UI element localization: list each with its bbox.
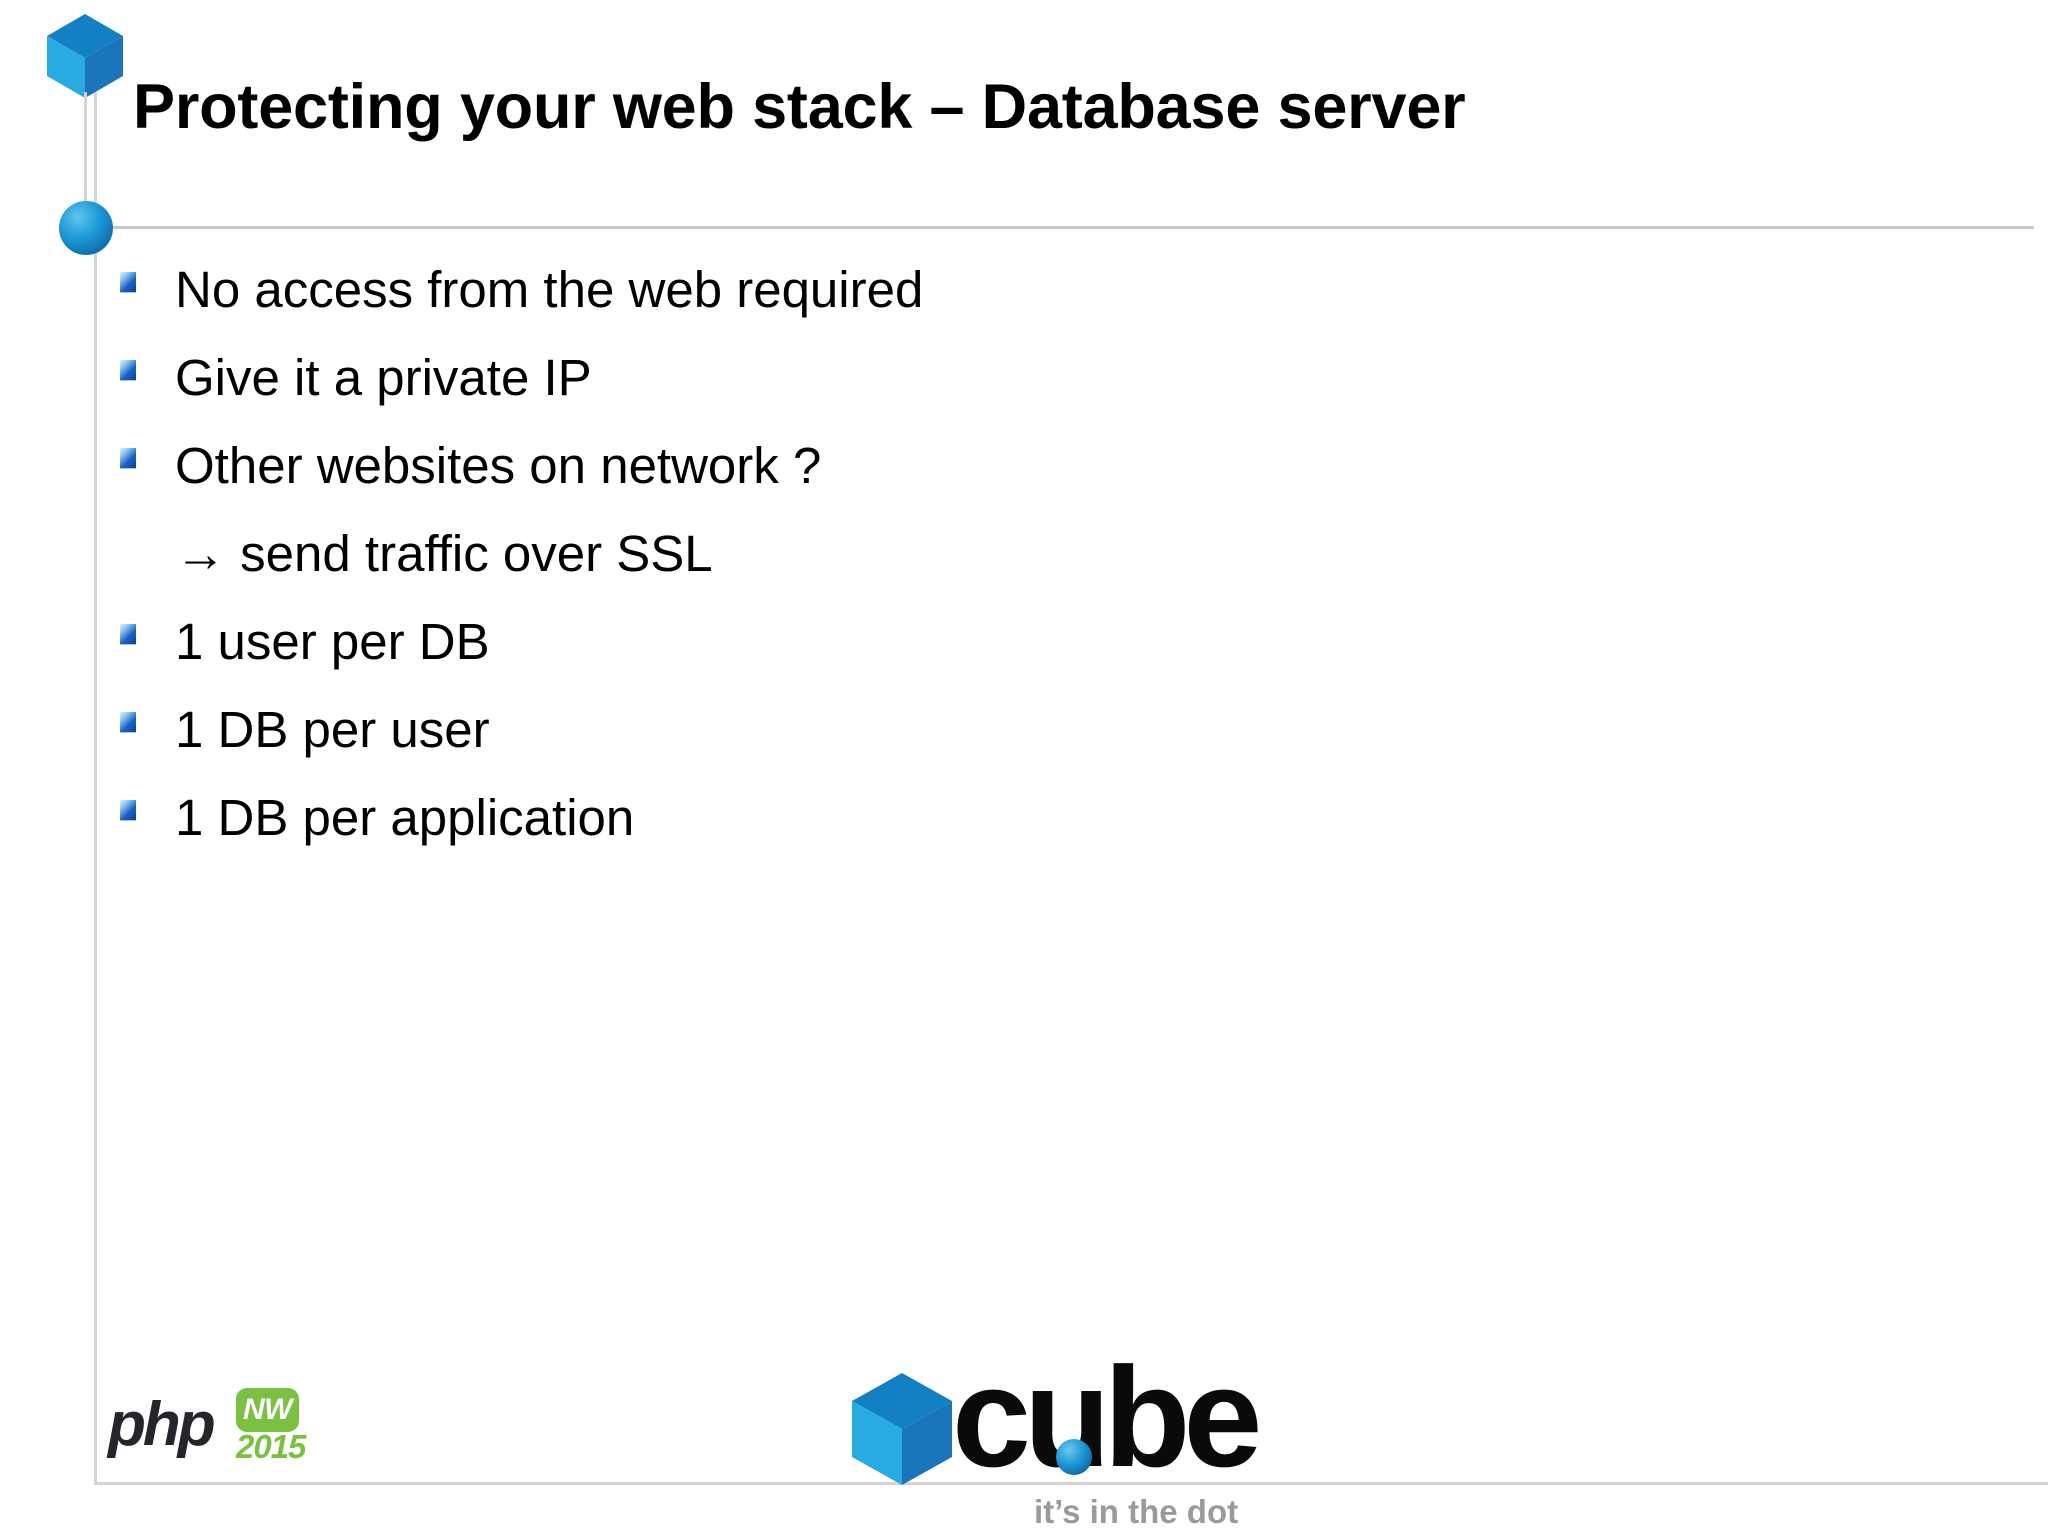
list-item: No access from the web required bbox=[120, 246, 1940, 334]
cube-brand-word: cube bbox=[952, 1338, 1262, 1497]
list-item: Give it a private IP bbox=[120, 334, 1940, 422]
cube-logo-icon bbox=[44, 12, 126, 100]
square-bullet-icon bbox=[120, 800, 136, 820]
list-item: 1 DB per user bbox=[120, 686, 1940, 774]
cube-brand-dot-icon bbox=[1055, 1438, 1093, 1476]
left-vertical-rule bbox=[94, 62, 97, 1483]
cube-brand-tagline: it’s in the dot bbox=[1034, 1493, 1239, 1530]
sphere-node-icon bbox=[58, 200, 114, 256]
title-divider-rule bbox=[94, 226, 2034, 229]
slide-body: No access from the web required Give it … bbox=[120, 246, 1940, 862]
square-bullet-icon bbox=[120, 624, 136, 644]
list-item: Other websites on network ? bbox=[120, 422, 1940, 510]
square-bullet-icon bbox=[120, 272, 136, 292]
list-item-label: Give it a private IP bbox=[175, 349, 592, 406]
phpnw-logo: php NW 2015 bbox=[108, 1388, 323, 1478]
phpnw-year: 2015 bbox=[236, 1428, 306, 1465]
phpnw-badge: NW bbox=[236, 1388, 299, 1432]
slide-title: Protecting your web stack – Database ser… bbox=[133, 72, 1466, 142]
list-item-label: 1 DB per user bbox=[175, 701, 490, 758]
list-item: 1 user per DB bbox=[120, 598, 1940, 686]
list-item-label: 1 user per DB bbox=[175, 613, 490, 670]
cube-brand-logo: cube it’s in the dot bbox=[848, 1347, 1308, 1535]
cube-connector-line bbox=[84, 92, 87, 222]
footer-divider-rule bbox=[94, 1482, 2048, 1485]
list-item-label: Other websites on network ? bbox=[175, 437, 822, 494]
list-item-sub-label: → send traffic over SSL bbox=[175, 525, 713, 582]
phpnw-word: php bbox=[108, 1390, 216, 1459]
square-bullet-icon bbox=[120, 448, 136, 468]
list-item-label: No access from the web required bbox=[175, 261, 924, 318]
cube-brand-icon bbox=[848, 1371, 956, 1487]
list-item-label: 1 DB per application bbox=[175, 789, 635, 846]
square-bullet-icon bbox=[120, 712, 136, 732]
list-item-sub: → send traffic over SSL bbox=[120, 510, 1940, 598]
phpnw-badge-label: NW bbox=[243, 1393, 292, 1426]
list-item: 1 DB per application bbox=[120, 774, 1940, 862]
square-bullet-icon bbox=[120, 360, 136, 380]
